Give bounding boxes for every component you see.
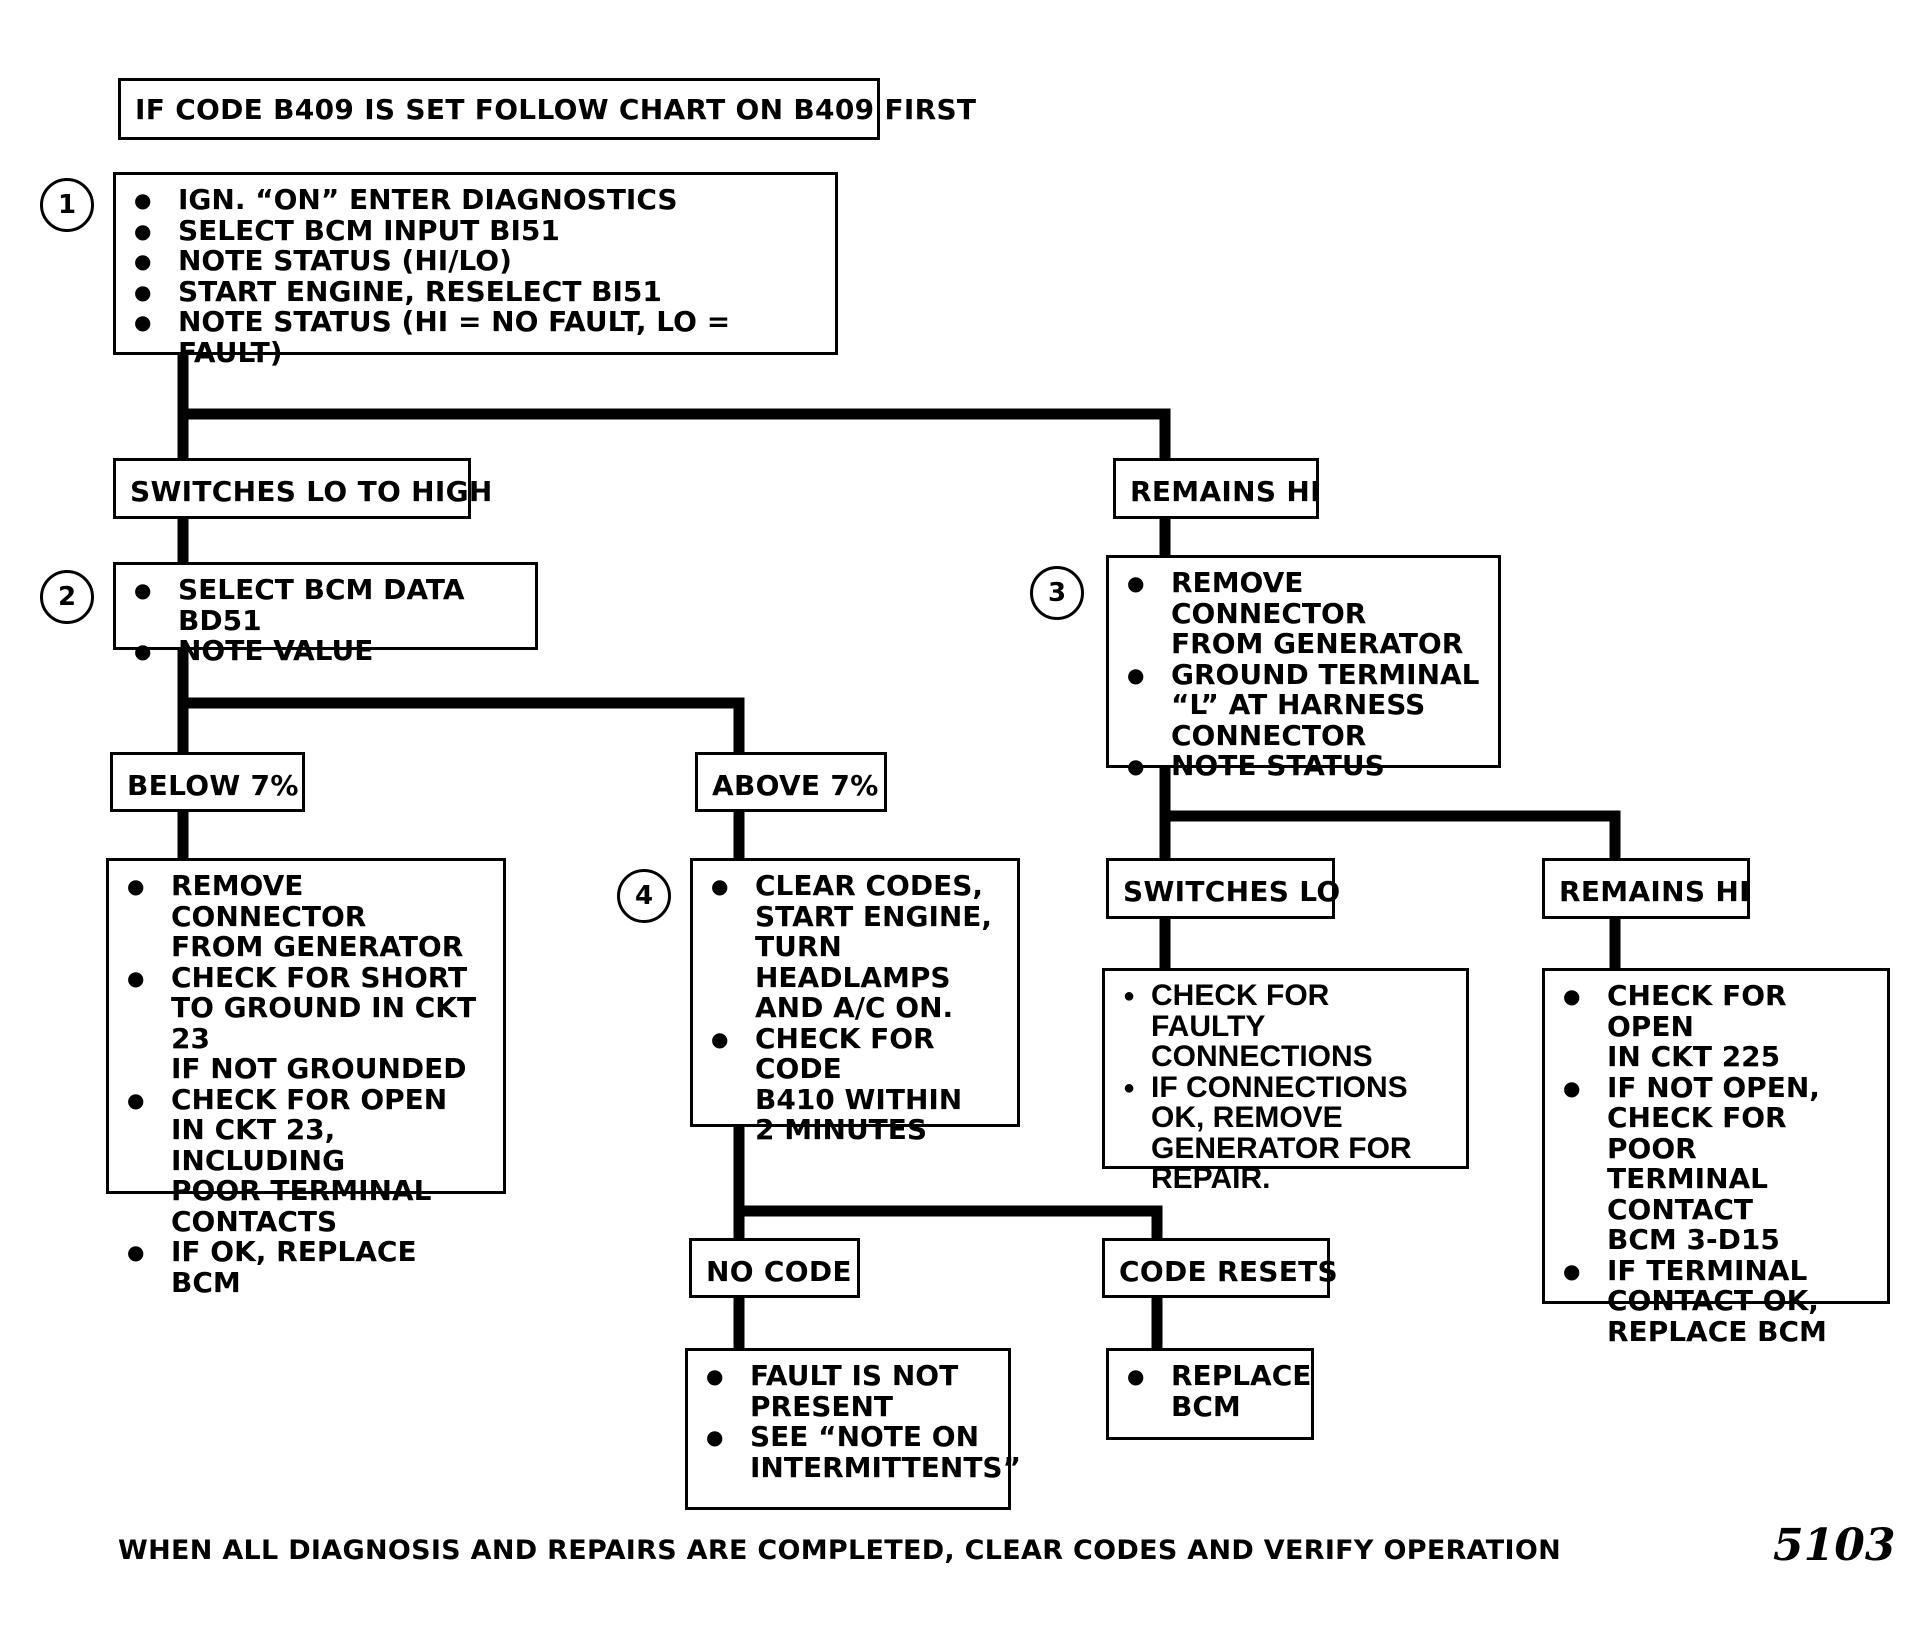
box-step-1-item: IGN. “ON” ENTER DIAGNOSTICS bbox=[132, 184, 819, 216]
box-remains-hi-2-item: IF TERMINAL CONTACT OK, REPLACE BCM bbox=[1561, 1255, 1871, 1348]
box-below-7: REMOVE CONNECTOR FROM GENERATOR CHECK FO… bbox=[106, 858, 506, 1297]
label-above-7: ABOVE 7% bbox=[695, 752, 887, 812]
box-step-3: REMOVE CONNECTOR FROM GENERATOR GROUND T… bbox=[1106, 555, 1501, 781]
label-remains-hi-1: REMAINS HI bbox=[1113, 458, 1321, 519]
header-note-box: IF CODE B409 IS SET FOLLOW CHART ON B409… bbox=[118, 78, 976, 140]
box-step-3-item: REMOVE CONNECTOR FROM GENERATOR bbox=[1125, 567, 1482, 660]
box-below-7-item: CHECK FOR SHORT TO GROUND IN CKT 23 IF N… bbox=[125, 962, 487, 1085]
box-no-code-item: FAULT IS NOT PRESENT bbox=[704, 1360, 992, 1422]
box-step-3-item: GROUND TERMINAL “L” AT HARNESS CONNECTOR bbox=[1125, 659, 1482, 752]
box-step-1-item: NOTE STATUS (HI/LO) bbox=[132, 245, 819, 277]
box-switches-lo: CHECK FOR FAULTY CONNECTIONS IF CONNECTI… bbox=[1102, 968, 1469, 1194]
box-code-resets-item: REPLACE BCM bbox=[1125, 1360, 1311, 1422]
box-step-3-list: REMOVE CONNECTOR FROM GENERATOR GROUND T… bbox=[1109, 558, 1498, 792]
box-below-7-item: REMOVE CONNECTOR FROM GENERATOR bbox=[125, 870, 487, 963]
box-code-resets: REPLACE BCM bbox=[1106, 1348, 1314, 1440]
label-below-7: BELOW 7% bbox=[110, 752, 305, 812]
box-step-1-item: START ENGINE, RESELECT BI51 bbox=[132, 276, 819, 308]
box-step-2: SELECT BCM DATA BD51 NOTE VALUE bbox=[113, 562, 538, 666]
step-number-1: 1 bbox=[40, 178, 94, 232]
box-switches-lo-item: IF CONNECTIONS OK, REMOVE GENERATOR FOR … bbox=[1121, 1072, 1450, 1195]
header-note-text: IF CODE B409 IS SET FOLLOW CHART ON B409… bbox=[135, 93, 977, 126]
figure-number: 5103 bbox=[1773, 1520, 1896, 1571]
box-step-4: CLEAR CODES, START ENGINE, TURN HEADLAMP… bbox=[690, 858, 1020, 1145]
label-no-code: NO CODE bbox=[689, 1238, 860, 1298]
label-remains-hi-2: REMAINS HI bbox=[1542, 858, 1750, 919]
box-switches-lo-list: CHECK FOR FAULTY CONNECTIONS IF CONNECTI… bbox=[1105, 971, 1466, 1205]
footer-note: WHEN ALL DIAGNOSIS AND REPAIRS ARE COMPL… bbox=[118, 1535, 1561, 1566]
box-step-1-list: IGN. “ON” ENTER DIAGNOSTICS SELECT BCM I… bbox=[116, 175, 835, 378]
box-step-4-item: CHECK FOR CODE B410 WITHIN 2 MINUTES bbox=[709, 1023, 1001, 1146]
box-step-2-item: NOTE VALUE bbox=[132, 635, 519, 667]
box-remains-hi-2-item: IF NOT OPEN, CHECK FOR POOR TERMINAL CON… bbox=[1561, 1072, 1871, 1256]
box-step-1-item: SELECT BCM INPUT BI51 bbox=[132, 215, 819, 247]
box-no-code-item: SEE “NOTE ON INTERMITTENTS” bbox=[704, 1421, 1021, 1483]
box-no-code-list: FAULT IS NOT PRESENT SEE “NOTE ON INTERM… bbox=[688, 1351, 1021, 1493]
box-step-1-item: NOTE STATUS (HI = NO FAULT, LO = FAULT) bbox=[132, 306, 819, 368]
box-remains-hi-2: CHECK FOR OPEN IN CKT 225 IF NOT OPEN, C… bbox=[1542, 968, 1890, 1346]
box-step-1: IGN. “ON” ENTER DIAGNOSTICS SELECT BCM I… bbox=[113, 172, 838, 367]
box-step-2-list: SELECT BCM DATA BD51 NOTE VALUE bbox=[116, 565, 535, 677]
step-number-3: 3 bbox=[1030, 566, 1084, 620]
box-step-3-item: NOTE STATUS bbox=[1125, 750, 1482, 782]
label-code-resets: CODE RESETS bbox=[1102, 1238, 1338, 1298]
box-below-7-list: REMOVE CONNECTOR FROM GENERATOR CHECK FO… bbox=[109, 861, 503, 1308]
step-number-4: 4 bbox=[617, 869, 671, 923]
box-no-code: FAULT IS NOT PRESENT SEE “NOTE ON INTERM… bbox=[685, 1348, 1021, 1510]
box-below-7-item: CHECK FOR OPEN IN CKT 23, INCLUDING POOR… bbox=[125, 1084, 487, 1238]
box-below-7-item: IF OK, REPLACE BCM bbox=[125, 1236, 487, 1298]
box-step-4-list: CLEAR CODES, START ENGINE, TURN HEADLAMP… bbox=[693, 861, 1017, 1156]
label-switches-lo: SWITCHES LO bbox=[1106, 858, 1340, 919]
box-remains-hi-2-list: CHECK FOR OPEN IN CKT 225 IF NOT OPEN, C… bbox=[1545, 971, 1887, 1357]
box-switches-lo-item: CHECK FOR FAULTY CONNECTIONS bbox=[1121, 980, 1450, 1073]
box-step-4-item: CLEAR CODES, START ENGINE, TURN HEADLAMP… bbox=[709, 870, 1001, 1024]
label-switches-lo-to-high: SWITCHES LO TO HIGH bbox=[113, 458, 492, 519]
box-step-2-item: SELECT BCM DATA BD51 bbox=[132, 574, 519, 636]
step-number-2: 2 bbox=[40, 570, 94, 624]
box-code-resets-list: REPLACE BCM bbox=[1109, 1351, 1311, 1432]
box-remains-hi-2-item: CHECK FOR OPEN IN CKT 225 bbox=[1561, 980, 1871, 1073]
